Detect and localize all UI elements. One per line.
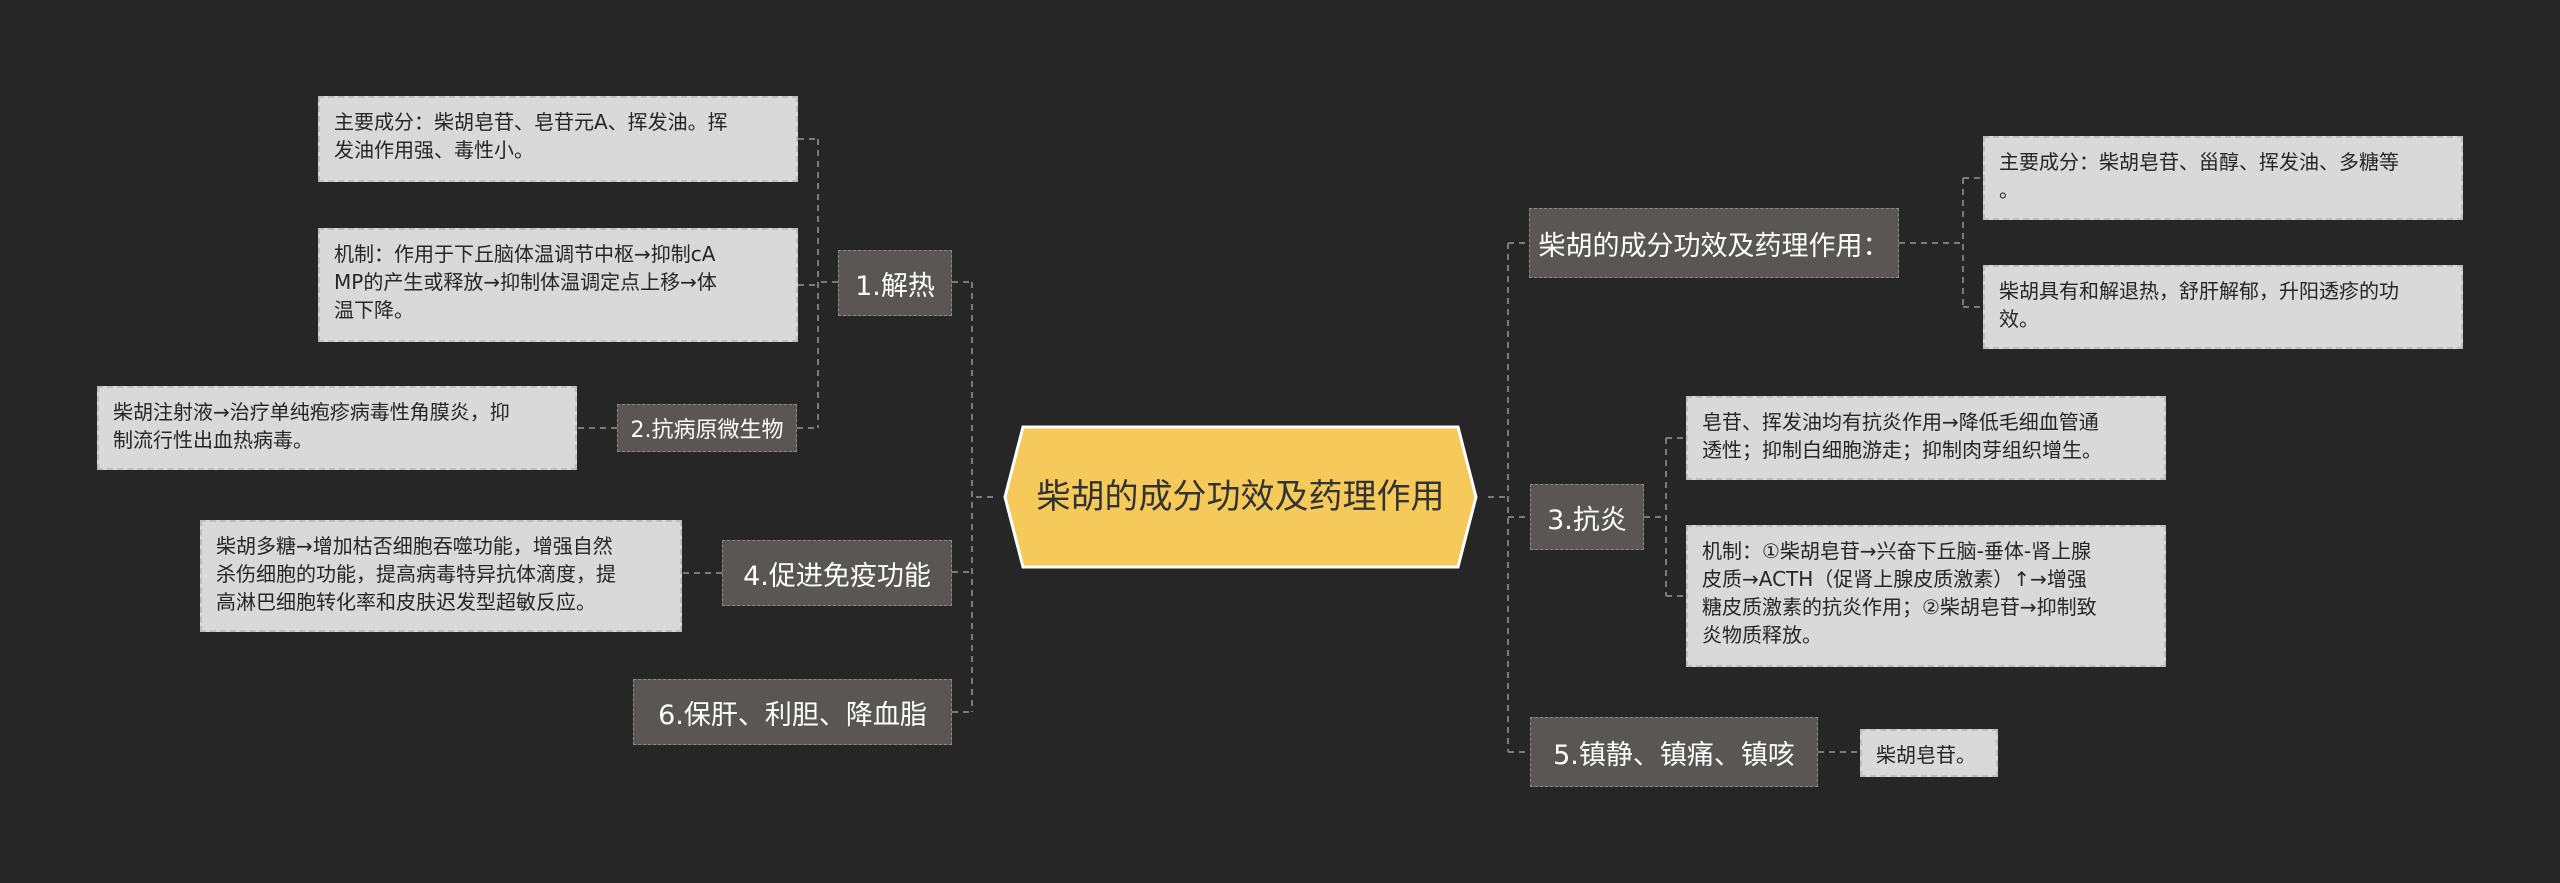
root-title: 柴胡的成分功效及药理作用 bbox=[1036, 477, 1445, 517]
leaf-3-mechanism: 机制：①柴胡皂苷→兴奋下丘脑-垂体-肾上腺 皮质→ACTH（促肾上腺皮质激素）↑… bbox=[1686, 525, 2166, 667]
branch-1-antipyretic[interactable]: 1.解热 bbox=[838, 250, 952, 316]
branch-3-anti-inflammatory[interactable]: 3.抗炎 bbox=[1530, 484, 1644, 550]
branch-overview[interactable]: 柴胡的成分功效及药理作用： bbox=[1529, 208, 1899, 278]
branch-2-antimicrobial[interactable]: 2.抗病原微生物 bbox=[617, 404, 797, 452]
leaf-1-components: 主要成分：柴胡皂苷、皂苷元A、挥发油。挥 发油作用强、毒性小。 bbox=[318, 96, 798, 182]
branch-4-immune[interactable]: 4.促进免疫功能 bbox=[722, 540, 952, 606]
leaf-5-saponin: 柴胡皂苷。 bbox=[1860, 729, 1998, 777]
branch-6-liver[interactable]: 6.保肝、利胆、降血脂 bbox=[633, 679, 952, 745]
root-topic[interactable]: 柴胡的成分功效及药理作用 bbox=[993, 424, 1488, 570]
leaf-overview-components: 主要成分：柴胡皂苷、甾醇、挥发油、多糖等 。 bbox=[1983, 136, 2463, 220]
leaf-4-polysaccharide: 柴胡多糖→增加枯否细胞吞噬功能，增强自然 杀伤细胞的功能，提高病毒特异抗体滴度，… bbox=[200, 520, 682, 632]
leaf-2-injection: 柴胡注射液→治疗单纯疱疹病毒性角膜炎，抑 制流行性出血热病毒。 bbox=[97, 386, 577, 470]
leaf-overview-efficacy: 柴胡具有和解退热，舒肝解郁，升阳透疹的功 效。 bbox=[1983, 265, 2463, 349]
root-hexagon-shape bbox=[1003, 425, 1478, 569]
branch-5-sedative[interactable]: 5.镇静、镇痛、镇咳 bbox=[1530, 717, 1818, 787]
leaf-3-effects: 皂苷、挥发油均有抗炎作用→降低毛细血管通 透性；抑制白细胞游走；抑制肉芽组织增生… bbox=[1686, 396, 2166, 480]
leaf-1-mechanism: 机制：作用于下丘脑体温调节中枢→抑制cA MP的产生或释放→抑制体温调定点上移→… bbox=[318, 228, 798, 342]
